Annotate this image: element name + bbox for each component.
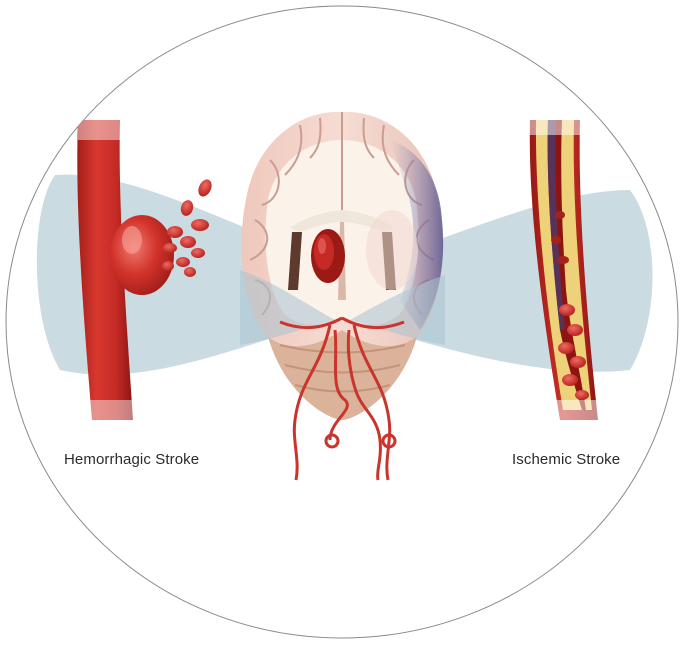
hemorrhagic-stroke-label: Hemorrhagic Stroke xyxy=(64,451,199,468)
ischemic-stroke-label: Ischemic Stroke xyxy=(512,451,620,468)
aneurysm xyxy=(110,215,174,295)
